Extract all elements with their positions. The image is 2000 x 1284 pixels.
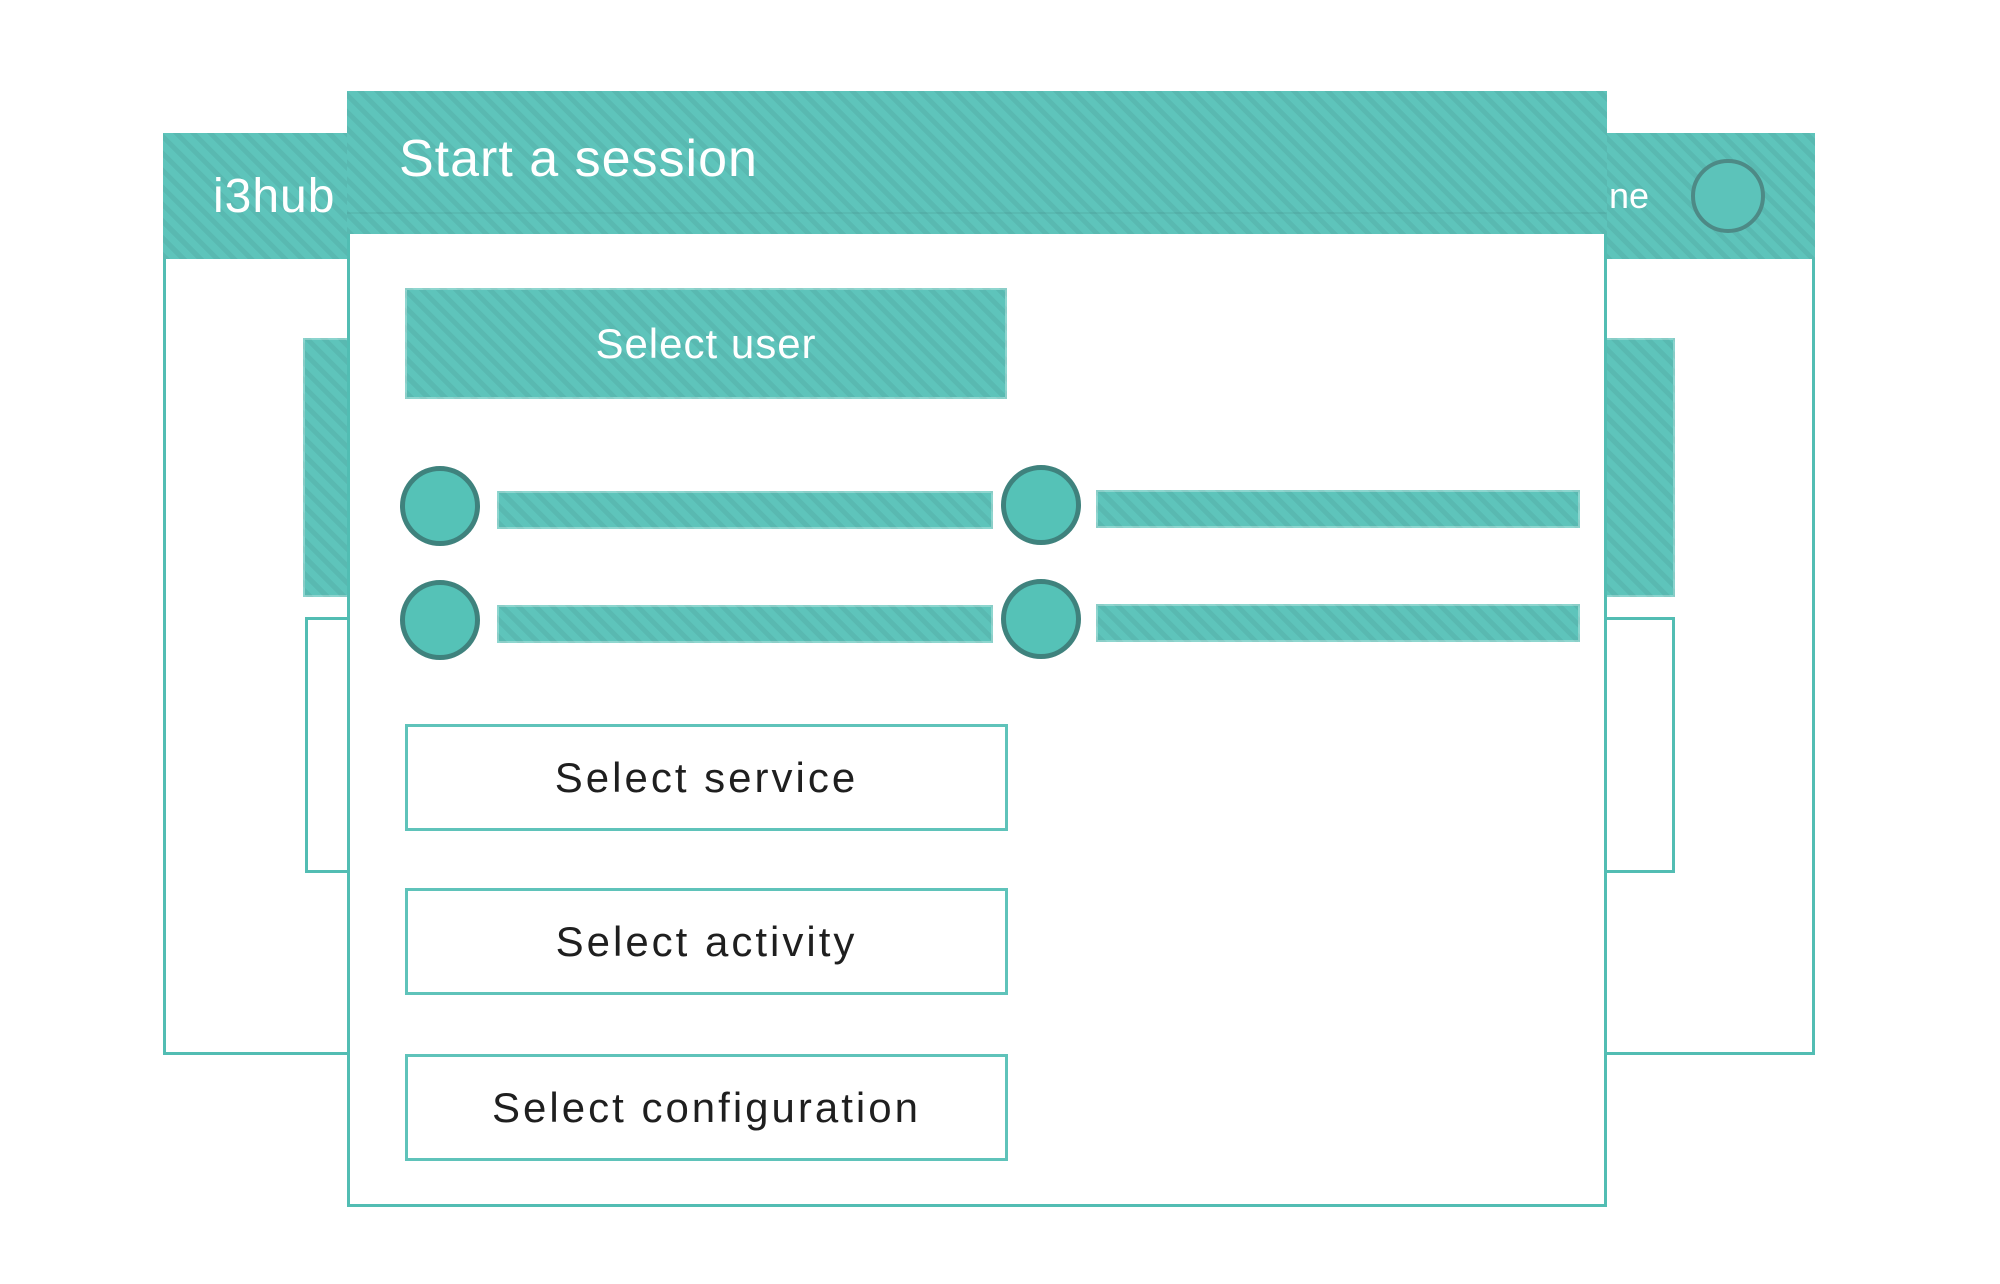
dialog-header: Start a session <box>347 91 1607 234</box>
user-name-bar <box>497 491 993 529</box>
start-session-dialog: Start a session Select user Select servi… <box>347 91 1607 1207</box>
header-right-group: ne <box>1609 159 1765 233</box>
nav-item-partial[interactable]: ne <box>1608 175 1649 216</box>
user-list-item[interactable] <box>400 580 993 660</box>
user-avatar-circle <box>400 580 480 660</box>
user-list-item[interactable] <box>1001 465 1927 545</box>
select-activity-button[interactable]: Select activity <box>405 888 1008 995</box>
select-configuration-button[interactable]: Select configuration <box>405 1054 1008 1161</box>
user-avatar-circle <box>1001 579 1081 659</box>
user-list-item[interactable] <box>1001 579 1927 659</box>
select-service-button[interactable]: Select service <box>405 724 1008 831</box>
avatar[interactable] <box>1691 159 1765 233</box>
user-name-bar <box>1096 490 1580 528</box>
select-user-button[interactable]: Select user <box>405 288 1007 399</box>
user-list-item[interactable] <box>400 466 993 546</box>
header-seam <box>347 212 1607 214</box>
user-name-bar <box>1096 604 1580 642</box>
brand-logo[interactable]: i3hub <box>213 169 336 223</box>
user-name-bar <box>497 605 993 643</box>
dialog-title: Start a session <box>399 129 758 188</box>
user-avatar-circle <box>400 466 480 546</box>
user-avatar-circle <box>1001 465 1081 545</box>
